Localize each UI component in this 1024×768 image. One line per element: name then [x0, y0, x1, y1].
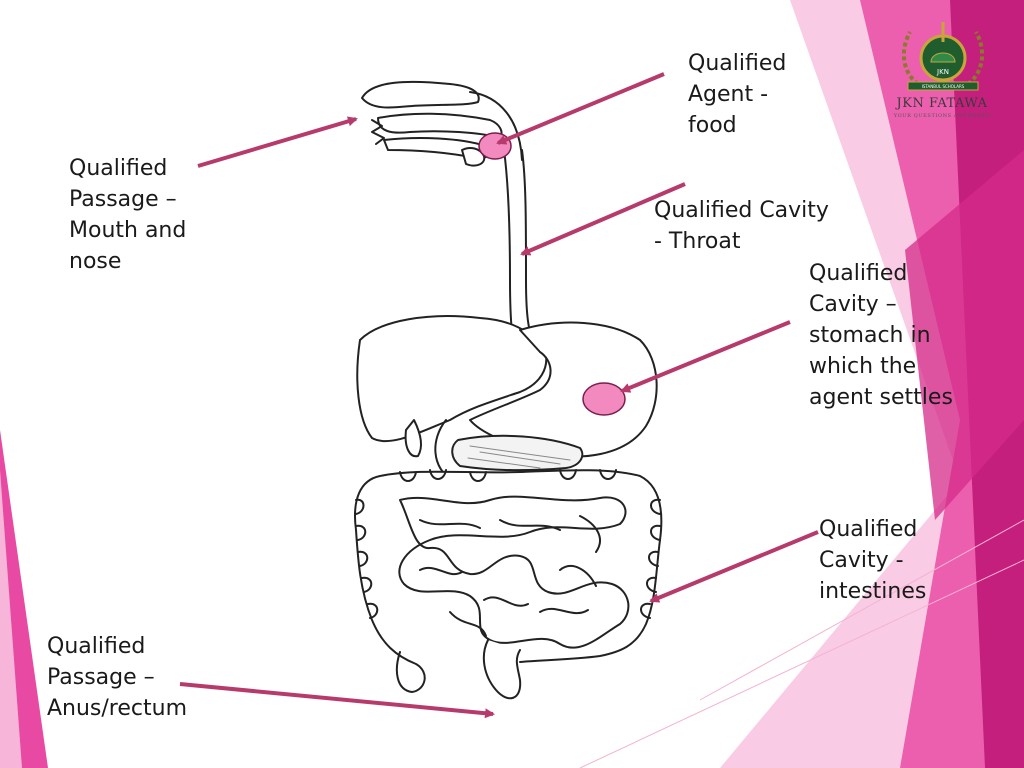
rectum [482, 639, 522, 700]
arrow-food [496, 72, 665, 145]
large-intestine-haustra-top [399, 469, 617, 482]
logo-wreath-left [901, 31, 920, 86]
large-intestine-haustra-right [640, 498, 661, 619]
logo-wreath-right [966, 31, 985, 86]
bg-band-right-stripe [905, 150, 1024, 520]
nasal-cavity [361, 80, 480, 109]
label-cavity-throat: Qualified Cavity - Throat [654, 198, 829, 254]
logo-dome-icon [930, 52, 956, 63]
stomach-highlight-circle [582, 382, 626, 416]
arrow-anus [179, 682, 495, 719]
logo-ribbon [907, 81, 979, 91]
arrow-throat [520, 182, 686, 256]
large-intestine-haustra-left [355, 498, 379, 619]
label-cavity-intestines: Qualified Cavity - intestines [819, 517, 927, 604]
arrow-stomach [620, 320, 791, 393]
pancreas-texture [467, 445, 571, 469]
label-cavity-stomach: Qualified Cavity – stomach in which the … [809, 261, 953, 410]
logo-badge-text: JKN [936, 68, 949, 76]
arrows [179, 72, 819, 719]
label-agent-food: Qualified Agent - food [688, 51, 787, 138]
label-passage-anus-rectum: Qualified Passage – Anus/rectum [47, 634, 188, 721]
logo-tagline: YOUR QUESTIONS ANSWERED [893, 113, 991, 119]
teeth [371, 119, 385, 145]
digestive-system-drawing [354, 80, 663, 700]
pharynx-back [469, 91, 523, 161]
gallbladder [404, 419, 422, 458]
liver [356, 315, 548, 443]
logo-name: JKN FATAWA [896, 96, 988, 111]
food-highlight-circle [478, 132, 512, 160]
small-intestine-folds [419, 515, 601, 637]
logo-ribbon-text: ISTANBUL SCHOLARS [922, 84, 965, 89]
small-intestine-loops [398, 495, 630, 649]
arrow-intestines [649, 530, 819, 603]
bg-band-left-light [0, 470, 22, 768]
upper-palate [377, 112, 503, 139]
jkn-fatawa-logo: JKN ISTANBUL SCHOLARS [901, 22, 985, 91]
label-passage-mouth-nose: Qualified Passage – Mouth and nose [69, 156, 187, 274]
arrow-mouth-nose [197, 116, 358, 168]
